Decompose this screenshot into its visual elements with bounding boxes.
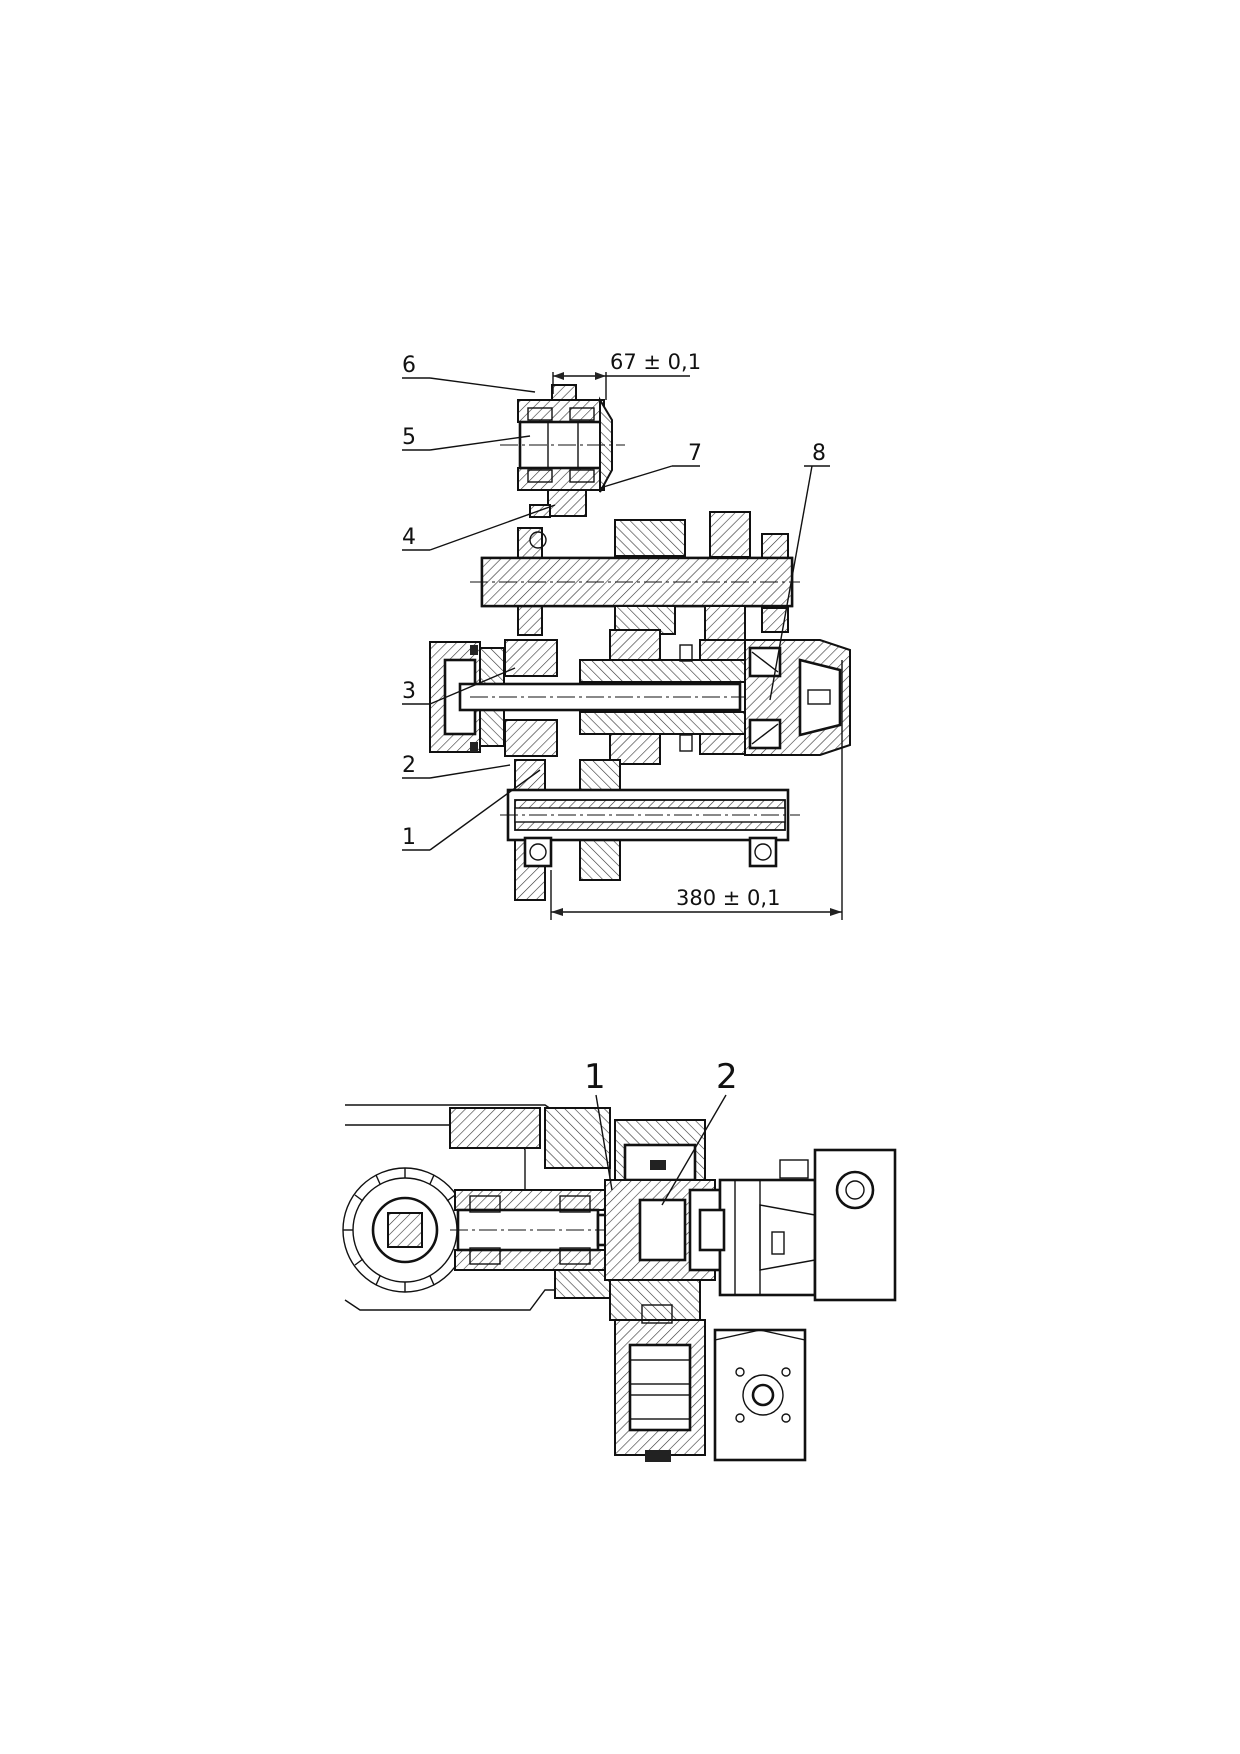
callout-7: 7 [688, 441, 702, 466]
dimension-67: 67 ± 0,1 [610, 350, 701, 374]
callout-2: 2 [402, 753, 416, 778]
bottom-callout-2: 2 [716, 1057, 738, 1097]
pump-drive-drawing: 1 2 [342, 1057, 897, 1462]
gearbox-section-drawing: 67 ± 0,1 380 ± 0,1 6 5 7 4 8 [402, 350, 851, 920]
callout-5: 5 [402, 425, 416, 450]
callout-6: 6 [402, 353, 416, 378]
callout-4: 4 [402, 525, 416, 550]
upper-pinion-assembly [500, 384, 625, 518]
callout-1: 1 [402, 825, 416, 850]
main-shaft-assembly [429, 629, 851, 765]
callout-8: 8 [812, 441, 826, 466]
lower-shaft-assembly [500, 531, 800, 901]
dimension-380: 380 ± 0,1 [676, 886, 780, 910]
bevel-gear-teeth [343, 1168, 456, 1292]
bottom-callout-1: 1 [584, 1057, 606, 1097]
callout-3: 3 [402, 679, 416, 704]
callouts-top: 6 5 7 4 8 3 2 1 [402, 353, 830, 851]
dimension-top: 67 ± 0,1 [552, 350, 701, 400]
dimension-bottom: 380 ± 0,1 [550, 660, 843, 920]
callouts-bottom: 1 2 [584, 1057, 738, 1206]
